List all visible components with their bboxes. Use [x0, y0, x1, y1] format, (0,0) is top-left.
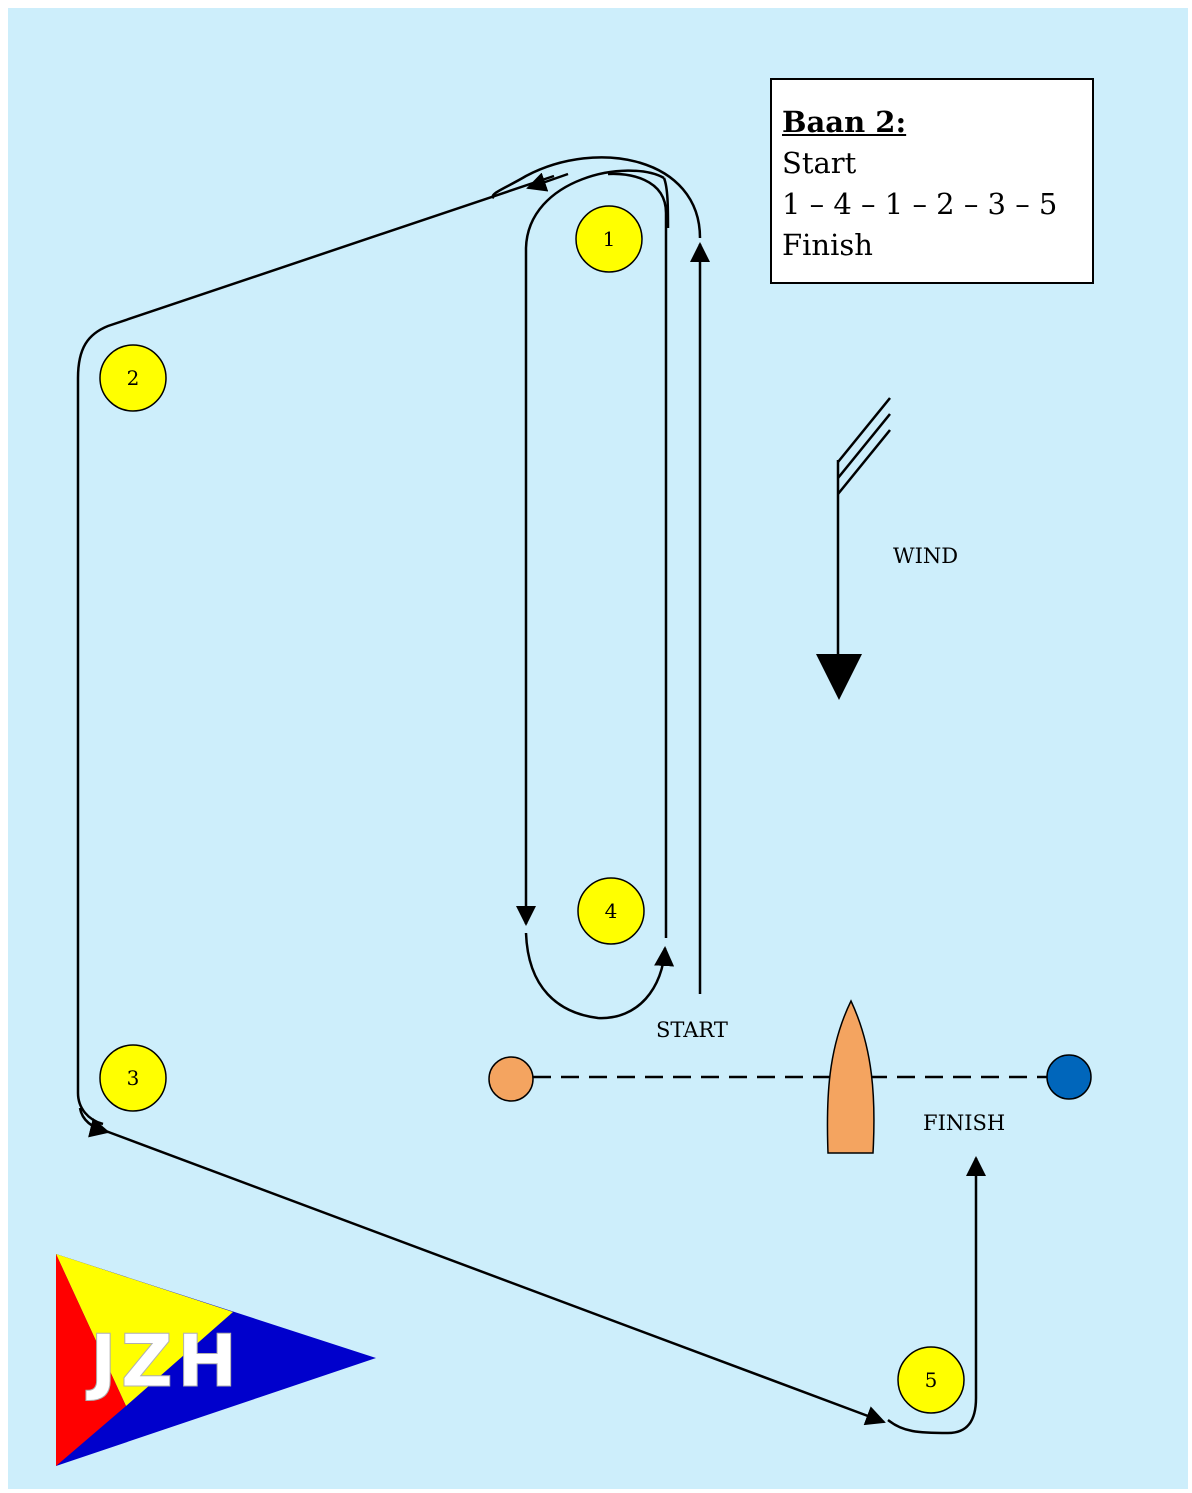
leg-3-to-5 [102, 1128, 886, 1426]
wind-arrow-icon [816, 397, 891, 700]
svg-text:2: 2 [127, 366, 140, 390]
mark-2: 2 [99, 344, 167, 412]
wind-label: WIND [893, 544, 959, 568]
course-title: Baan 2: [782, 105, 907, 139]
course-line-finish: Finish [782, 228, 873, 262]
rounding-mark-1-first [491, 156, 702, 239]
marks: 1 2 3 4 5 [99, 205, 965, 1414]
finish-label: FINISH [923, 1111, 1006, 1135]
course-line-sequence: 1 – 4 – 1 – 2 – 3 – 5 [782, 187, 1058, 221]
leg-5-to-finish [887, 1156, 986, 1435]
start-pin-buoy [488, 1056, 534, 1102]
finish-buoy [1046, 1054, 1092, 1100]
rounding-mark-4 [524, 932, 675, 1020]
logo-text: JZH [85, 1319, 241, 1403]
svg-text:3: 3 [127, 1066, 140, 1090]
leg-4-to-1 [607, 172, 668, 938]
svg-text:4: 4 [605, 899, 618, 923]
course-legend: Baan 2: Start 1 – 4 – 1 – 2 – 3 – 5 Fini… [770, 78, 1094, 284]
course-path [76, 156, 986, 1435]
mark-3: 3 [99, 1044, 167, 1112]
mark-5: 5 [897, 1346, 965, 1414]
leg-1-to-4 [516, 169, 665, 926]
jzh-logo: JZH [56, 1254, 376, 1466]
course-svg: 1 2 3 4 5 JZH [56, 156, 1092, 1466]
mark-4: 4 [577, 877, 645, 945]
committee-boat [826, 999, 875, 1154]
svg-text:5: 5 [925, 1368, 938, 1392]
start-finish-line [488, 999, 1092, 1154]
leg-1-to-2 [76, 174, 555, 1126]
svg-text:1: 1 [603, 227, 616, 251]
arc-top-1-inner [662, 177, 670, 229]
course-line-start: Start [782, 146, 857, 180]
mark-1: 1 [575, 205, 643, 273]
race-course-diagram: 1 2 3 4 5 JZH [8, 8, 1188, 1489]
start-label: START [656, 1018, 728, 1042]
